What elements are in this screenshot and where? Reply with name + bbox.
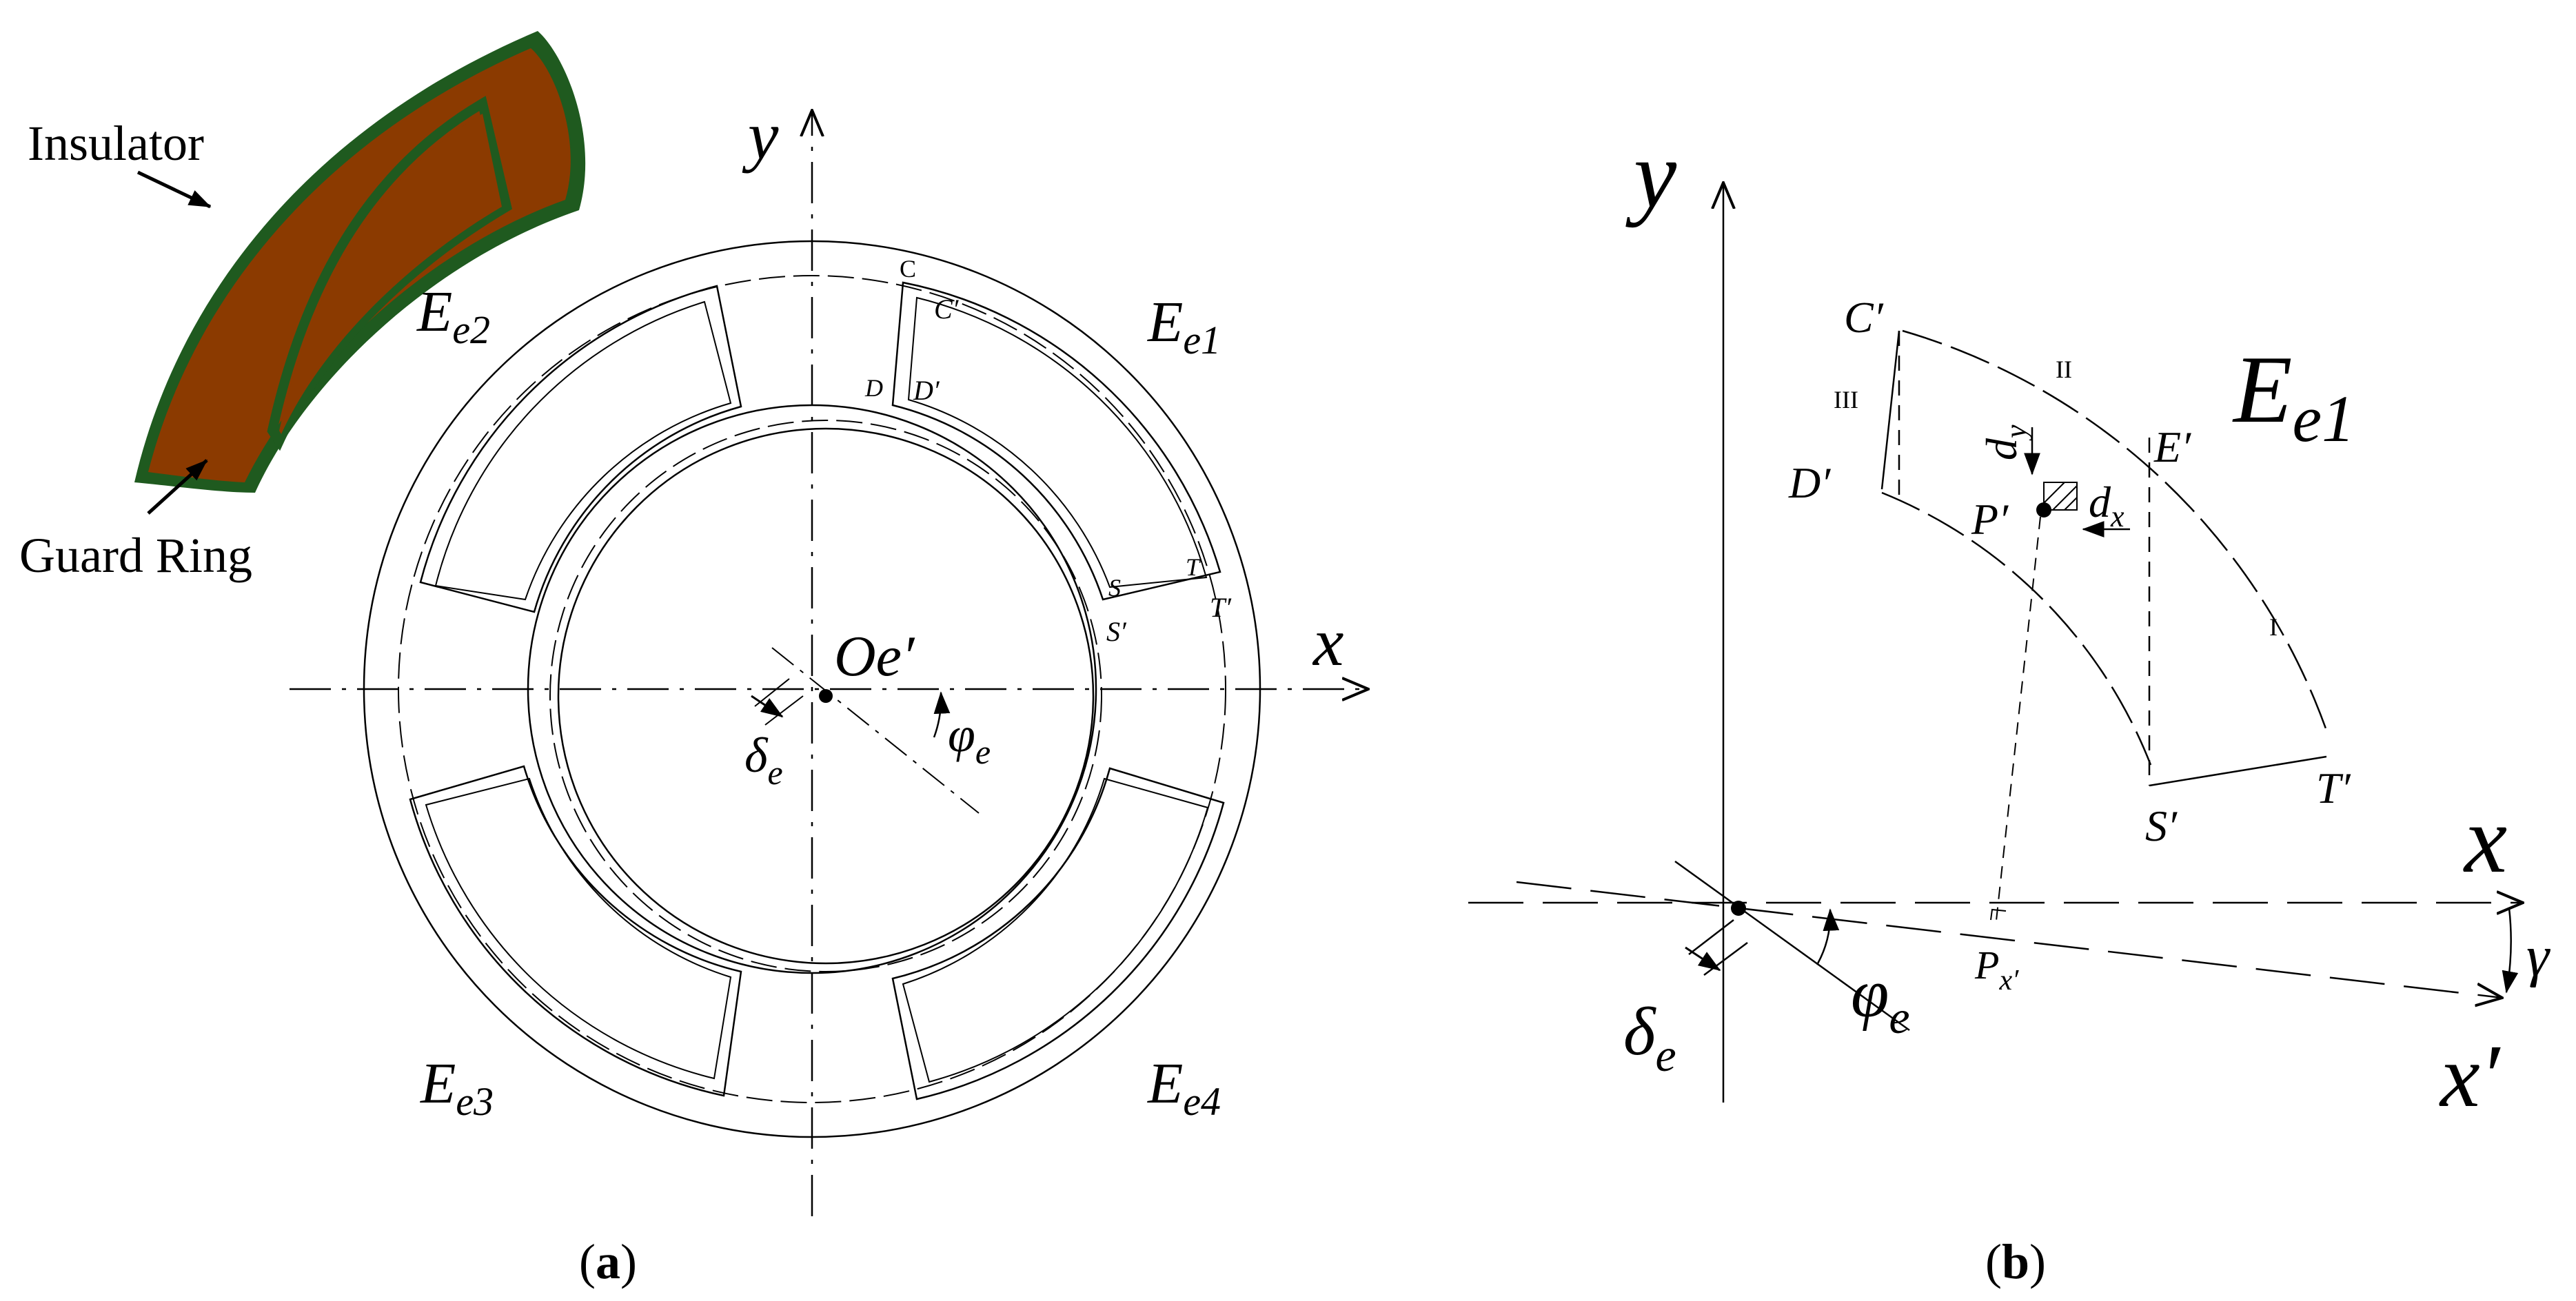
region-3-label: III bbox=[1834, 386, 1858, 413]
sector-edge-c bbox=[1880, 330, 1900, 490]
corner-tp-label-b: T′ bbox=[2316, 764, 2351, 812]
area-element-cell bbox=[2043, 482, 2078, 511]
electrode-e4-label: Ee4 bbox=[1147, 1052, 1221, 1124]
corner-c-label-a: C bbox=[900, 255, 916, 283]
electrode-e1-label: Ee1 bbox=[1147, 290, 1221, 362]
rotor-dashed-circle bbox=[549, 420, 1102, 972]
electrode-e2-frame bbox=[419, 285, 742, 613]
sector-edge-t bbox=[2149, 755, 2327, 787]
y-axis-label-b: y bbox=[1625, 121, 1677, 228]
electrode-illustration bbox=[134, 31, 586, 493]
corner-ep-label-b: E′ bbox=[2153, 422, 2191, 471]
panel-b: y x x′ Ee1 C′ D′ E′ P′ S′ bbox=[1468, 121, 2550, 1289]
point-p-prime bbox=[2036, 502, 2051, 518]
phi-arc-a bbox=[933, 691, 951, 738]
right-angle-mark bbox=[1990, 908, 2007, 921]
corner-s-label-a: S bbox=[1108, 574, 1121, 602]
electrode-e4-frame bbox=[891, 767, 1225, 1100]
electrode-outer-circle bbox=[398, 275, 1226, 1103]
electrode-e3-frame bbox=[409, 765, 742, 1097]
corner-cp-label-b: C′ bbox=[1844, 293, 1884, 342]
region-2-label: II bbox=[2056, 356, 2072, 383]
x-axis-label-b: x bbox=[2463, 786, 2507, 893]
corner-tp-label-a: T′ bbox=[1210, 592, 1232, 623]
guard-ring-band bbox=[267, 96, 512, 451]
sector-outer-arc-b bbox=[1902, 329, 2328, 731]
sector-inner-arc-b bbox=[1881, 491, 2152, 766]
panel-a: Insulator Guard Ring y x Oe′ δe φe bbox=[19, 31, 1368, 1289]
corner-dp-label-a: D′ bbox=[913, 375, 940, 406]
electrode-e3-label: Ee3 bbox=[420, 1052, 494, 1124]
delta-tick-b2 bbox=[1703, 941, 1748, 976]
phi-arc-b bbox=[1816, 908, 1840, 965]
gamma-label: γ bbox=[2526, 924, 2550, 988]
x-axis-label-a: x bbox=[1312, 604, 1343, 680]
phi-label-a: φe bbox=[948, 707, 991, 771]
guard-ring-label: Guard Ring bbox=[19, 528, 252, 583]
dy-label: dy bbox=[1977, 424, 2033, 460]
hatch-3 bbox=[2064, 497, 2078, 511]
electrode-e2-inner bbox=[434, 300, 732, 601]
delta-tick-a2 bbox=[764, 695, 804, 726]
electrode-e1-frame bbox=[891, 281, 1221, 601]
offset-line-b bbox=[1674, 860, 1910, 1032]
offset-line-a bbox=[771, 647, 980, 814]
electrode-e4-inner bbox=[902, 777, 1209, 1083]
stator-inner-circle bbox=[527, 404, 1097, 974]
dx-label: dx bbox=[2089, 478, 2124, 533]
corner-sp-label-a: S′ bbox=[1106, 616, 1127, 647]
center-label-a: Oe′ bbox=[834, 624, 915, 688]
outer-housing-circle bbox=[363, 240, 1261, 1138]
delta-label-b: δe bbox=[1623, 993, 1676, 1081]
guard-ring-arrow bbox=[147, 459, 208, 515]
corner-t-label-a: T bbox=[1186, 553, 1201, 581]
corner-pp-label-b: P′ bbox=[1971, 495, 2009, 544]
caption-a: (a) bbox=[579, 1234, 637, 1289]
corner-sp-label-b: S′ bbox=[2145, 801, 2178, 850]
corner-dp-label-b: D′ bbox=[1788, 458, 1831, 507]
inner-electrode bbox=[279, 114, 502, 434]
x-prime-label-b: x′ bbox=[2439, 1027, 2502, 1126]
corner-d-label-a: D bbox=[864, 374, 883, 402]
electrode-e3-inner bbox=[425, 777, 732, 1080]
px-label: Px′ bbox=[1974, 943, 2019, 996]
hatch-1 bbox=[2043, 482, 2065, 504]
electrode-e2-label: Ee2 bbox=[416, 280, 490, 352]
center-point-a bbox=[819, 689, 833, 703]
region-1-label: I bbox=[2269, 613, 2278, 641]
delta-arrow-b bbox=[1685, 946, 1721, 972]
hatch-2 bbox=[2052, 485, 2078, 511]
gamma-arc bbox=[2502, 908, 2519, 994]
corner-cp-label-a: C′ bbox=[934, 294, 960, 325]
phi-label-b: φe bbox=[1851, 955, 1910, 1043]
insulator-arrow bbox=[136, 170, 212, 209]
x-prime-axis-b bbox=[1516, 881, 2502, 998]
delta-arrow-a bbox=[751, 695, 784, 718]
electrode-e1-inner bbox=[907, 296, 1208, 588]
caption-b: (b) bbox=[1985, 1234, 2046, 1289]
delta-label-a: δe bbox=[744, 728, 783, 792]
y-axis-label-a: y bbox=[742, 97, 779, 174]
rotor-circle bbox=[557, 427, 1095, 965]
projection-line bbox=[1995, 516, 2041, 928]
delta-tick-b1 bbox=[1688, 919, 1734, 955]
electrode-e1-label-b: Ee1 bbox=[2232, 336, 2355, 455]
insulator-label: Insulator bbox=[28, 116, 204, 171]
